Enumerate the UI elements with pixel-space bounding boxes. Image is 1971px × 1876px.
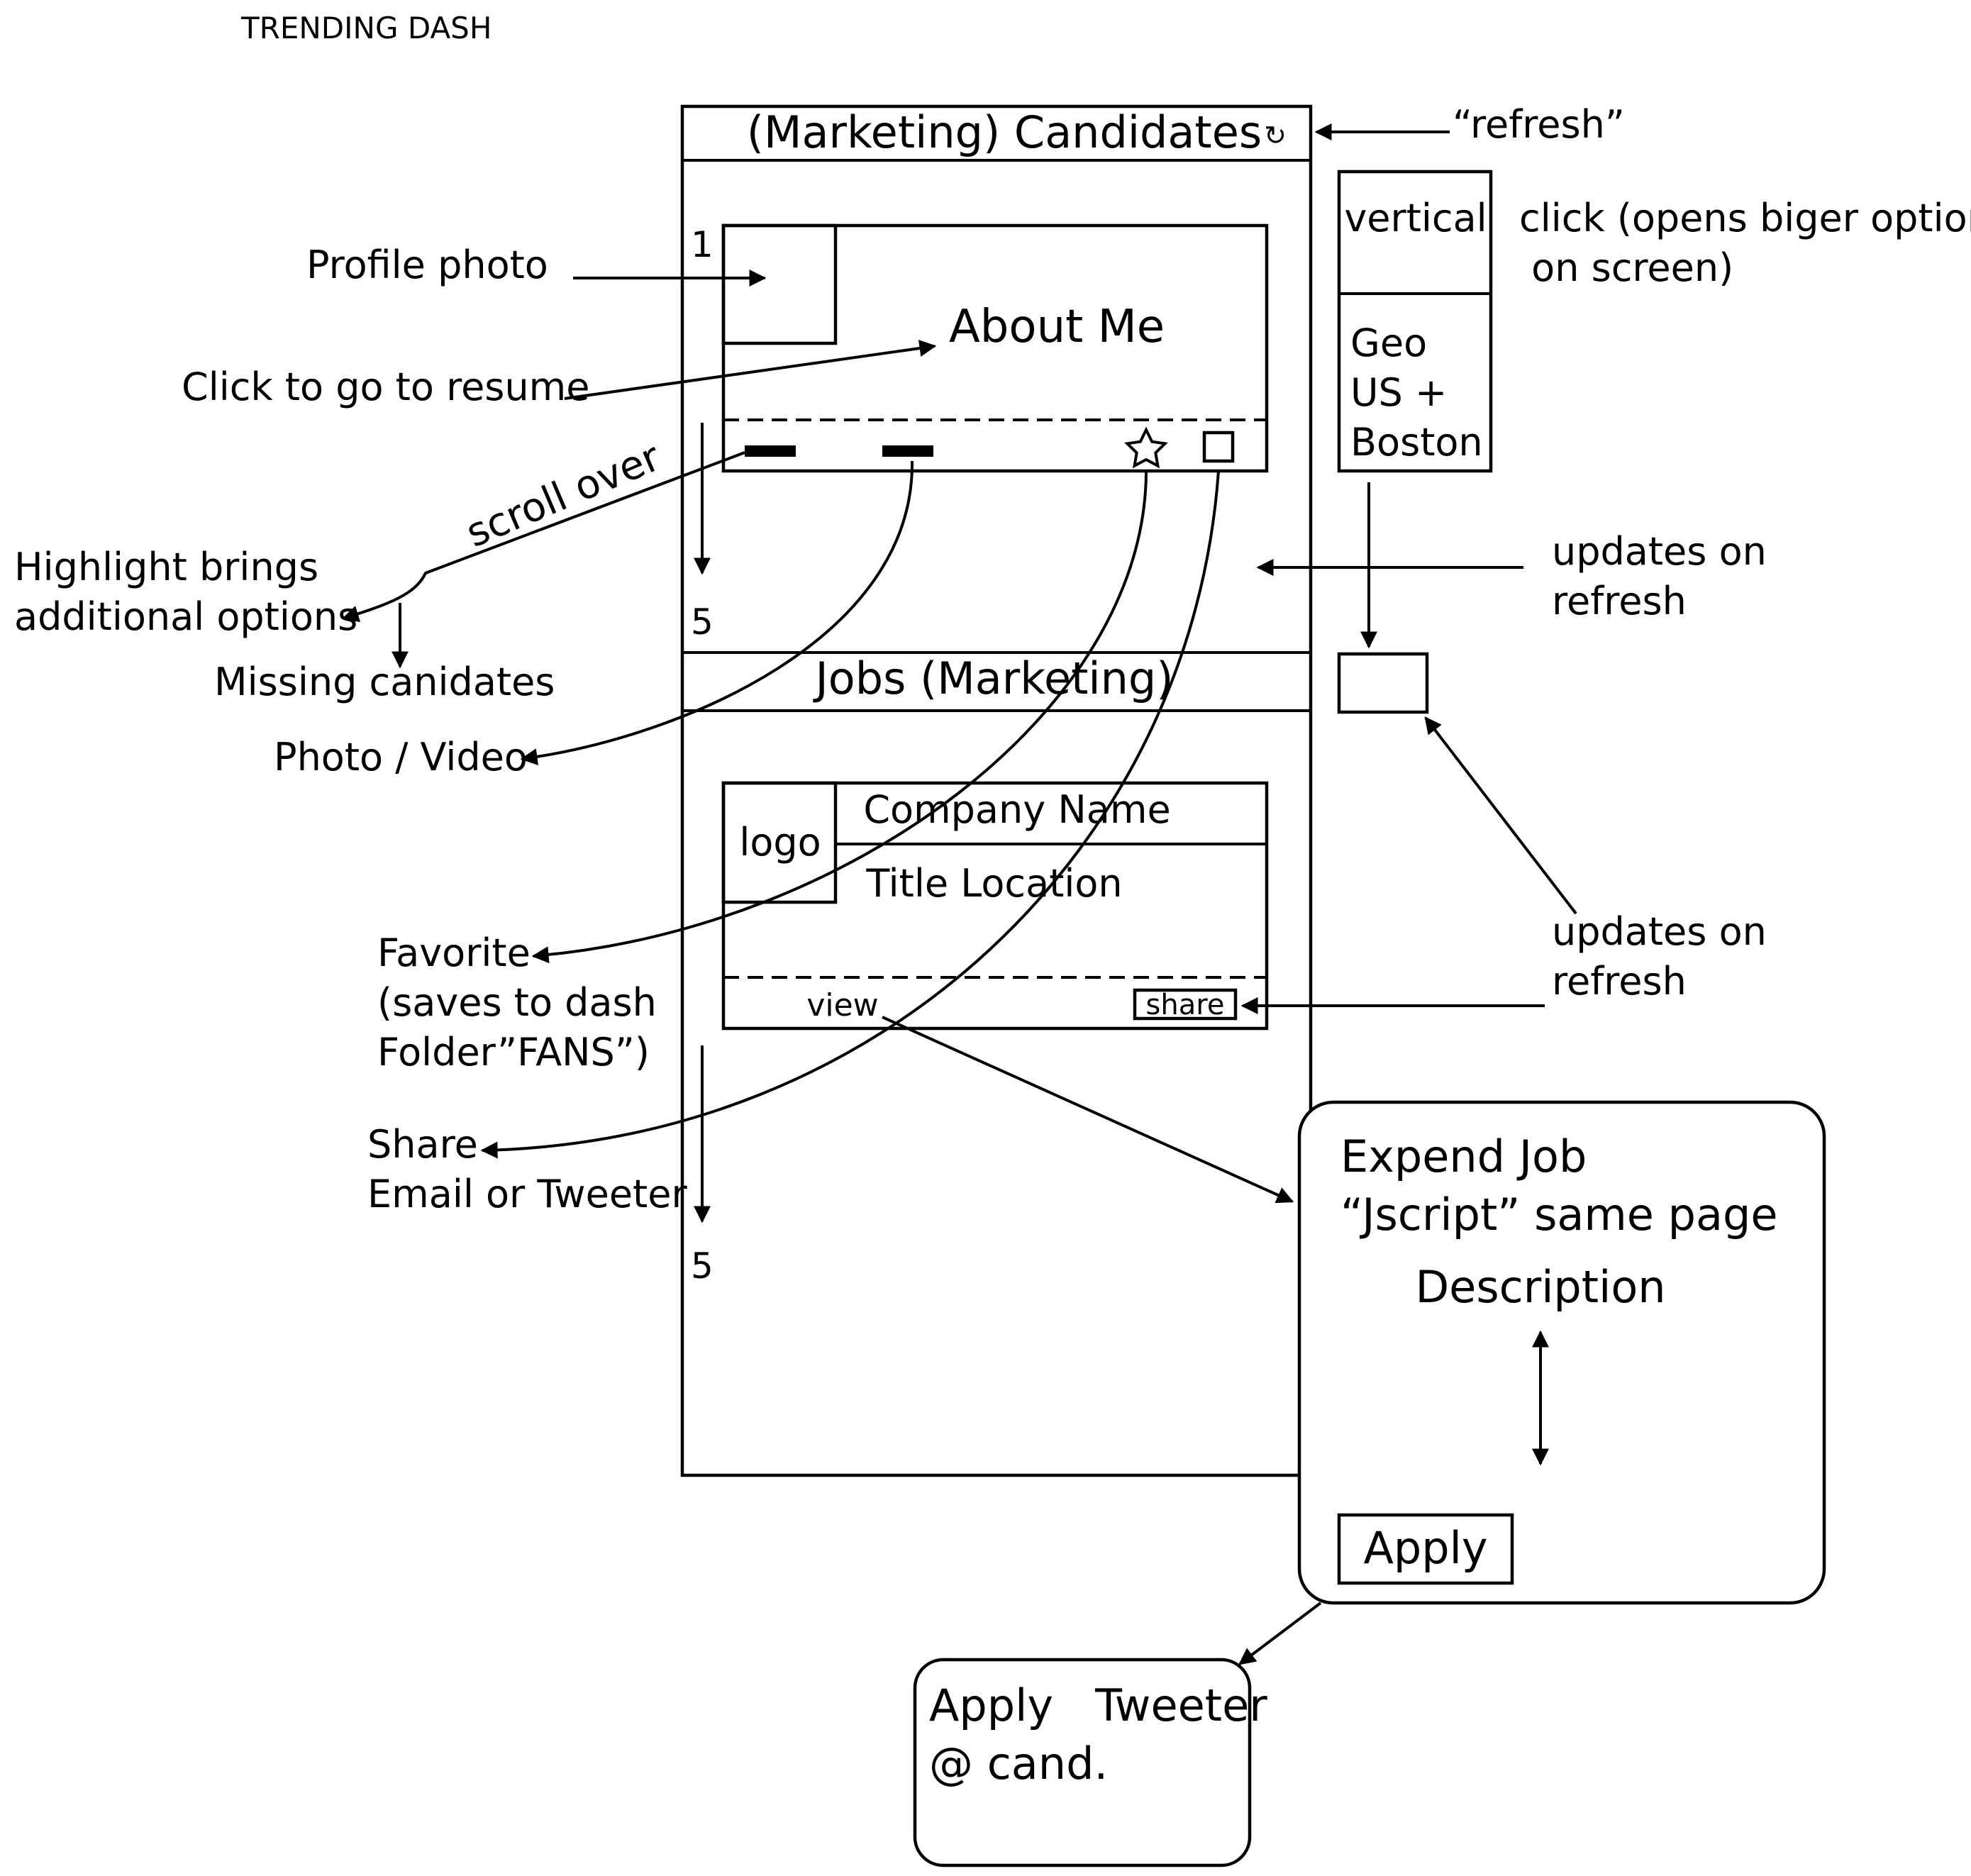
candidates-header: (Marketing) Candidates	[747, 106, 1262, 158]
geo-label: Geo	[1350, 321, 1427, 365]
photo-video-annotation: Photo / Video	[274, 735, 528, 779]
tweet-line-1: Apply Tweeter	[929, 1680, 1267, 1731]
company-name: Company Name	[863, 787, 1170, 832]
missing-annotation: Missing canidates	[214, 660, 555, 704]
candidate-card[interactable]	[721, 223, 1269, 473]
share-annotation: Email or Tweeter	[367, 1172, 687, 1216]
title-location: Title Location	[865, 861, 1122, 906]
view-link[interactable]: view	[806, 987, 878, 1023]
logo-label: logo	[739, 820, 821, 865]
highlight-annotation: Highlight brings	[14, 545, 318, 589]
expand-subtitle: “Jscript” same page	[1340, 1189, 1778, 1241]
refresh-annotation: “refresh”	[1453, 102, 1625, 147]
vertical-selector[interactable]	[1337, 170, 1493, 473]
dashboard-frame	[680, 104, 1313, 1477]
updates-annotation: refresh	[1552, 959, 1687, 1004]
profile-photo-annotation: Profile photo	[306, 243, 548, 287]
vertical-label: vertical	[1344, 196, 1487, 240]
highlight-annotation: additional options	[14, 594, 357, 639]
share-button[interactable]	[1133, 988, 1238, 1021]
refresh-icon[interactable]: ↻	[1264, 120, 1287, 151]
job-card[interactable]	[721, 781, 1269, 1031]
apply-tweet-popup	[913, 1658, 1252, 1867]
profile-photo[interactable]	[721, 223, 838, 345]
page-title: TRENDING DASH	[240, 11, 492, 45]
candidate-count-start: 1	[691, 224, 714, 265]
click-annotation: on screen)	[1519, 245, 1733, 290]
scroll-over-annotation: scroll over	[460, 433, 667, 556]
tweet-line-2: @ cand.	[929, 1738, 1108, 1789]
jobs-header: Jobs (Marketing)	[813, 653, 1174, 704]
favorite-annotation: Favorite	[377, 931, 531, 975]
updates-annotation: updates on	[1552, 529, 1767, 574]
share-checkbox-icon[interactable]	[1202, 431, 1235, 463]
apply-button-label: Apply	[1363, 1522, 1487, 1574]
about-me-link[interactable]: About Me	[949, 301, 1165, 353]
description-label: Description	[1415, 1261, 1665, 1313]
click-annotation: click (opens biger option	[1519, 196, 1971, 240]
media-bar-1[interactable]	[745, 445, 796, 457]
favorite-annotation: (saves to dash	[377, 980, 657, 1025]
small-update-box[interactable]	[1337, 652, 1429, 714]
share-button-label: share	[1146, 989, 1225, 1021]
expand-title: Expend Job	[1340, 1131, 1587, 1182]
media-bar-2[interactable]	[882, 445, 933, 457]
geo-label: US +	[1350, 370, 1447, 415]
favorite-annotation: Folder”FANS”)	[377, 1030, 650, 1075]
updates-annotation: updates on	[1552, 909, 1767, 954]
updates-annotation: refresh	[1552, 579, 1687, 623]
apply-button[interactable]	[1337, 1513, 1514, 1585]
candidate-count-end: 5	[691, 601, 714, 643]
favorite-star-icon[interactable]	[1124, 426, 1168, 469]
geo-label: Boston	[1350, 420, 1483, 465]
share-annotation: Share	[367, 1122, 478, 1167]
job-count-end: 5	[691, 1245, 714, 1287]
expand-job-popup	[1297, 1100, 1826, 1605]
resume-annotation: Click to go to resume	[182, 365, 590, 409]
